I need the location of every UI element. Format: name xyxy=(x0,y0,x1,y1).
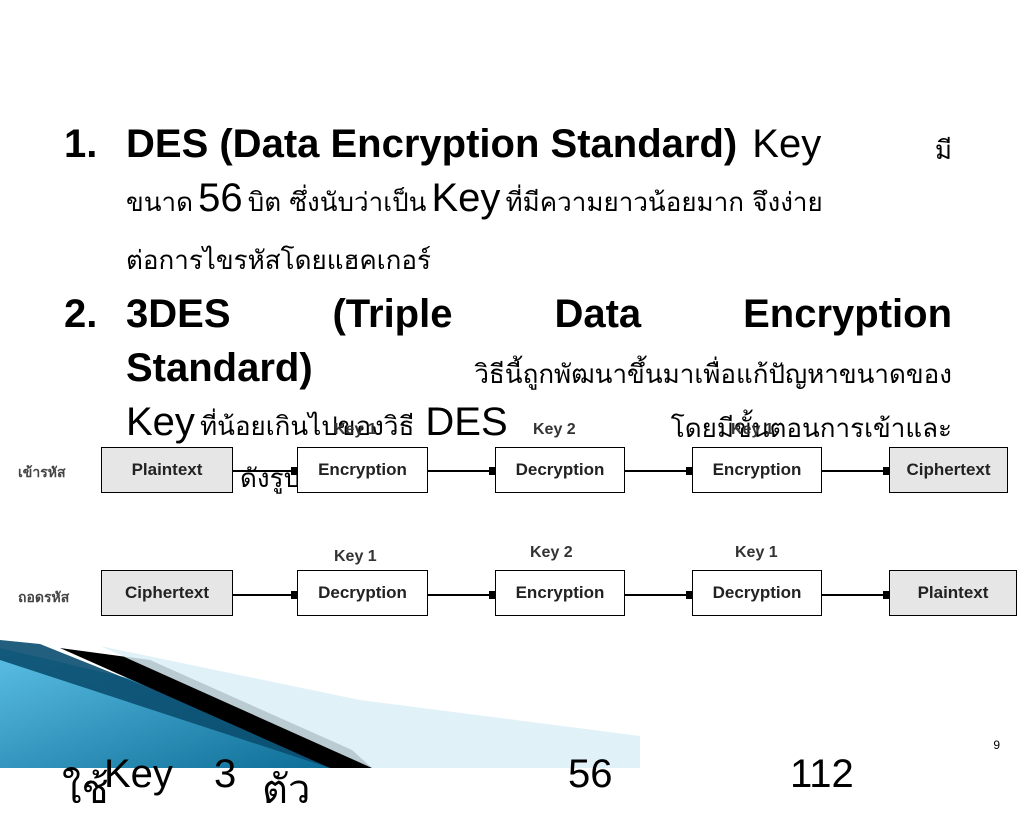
item-2-des: DES xyxy=(425,400,508,444)
item-2-word-3: Data xyxy=(554,292,642,336)
bottom-cut-word-1: ใช้ xyxy=(62,768,109,812)
item-1-key: Key xyxy=(752,122,822,166)
item-2-line-4: ดังรูป xyxy=(240,464,301,494)
encrypt-arrow-1 xyxy=(233,467,298,475)
item-2-text-c: โดยมีขั้นตอนการเข้าและ xyxy=(670,414,952,444)
decrypt-box-stage-3: Decryption xyxy=(692,570,822,616)
item-1-line-1: DES (Data Encryption Standard) Key มี xyxy=(126,122,952,167)
item-2-number: 2. xyxy=(64,292,98,336)
item-2-key: Key xyxy=(126,400,195,444)
encrypt-box-stage-2: Decryption xyxy=(495,447,625,493)
decrypt-arrow-2 xyxy=(428,591,496,599)
item-2-text-b: ที่น้อยเกินไปของวิธี xyxy=(200,412,415,442)
decrypt-key-label-1: Key 1 xyxy=(334,548,377,565)
encrypt-row-label: เข้ารหัส xyxy=(18,465,66,481)
page-number: 9 xyxy=(993,738,1000,752)
item-1-line-3: ต่อการไขรหัสโดยแฮคเกอร์ xyxy=(126,246,431,276)
item-2-line-2: Standard) วิธีนี้ถูกพัฒนาขึ้นมาเพื่อแก้ป… xyxy=(126,346,952,391)
item-2-title-end: Standard) xyxy=(126,346,313,390)
slide: 1. DES (Data Encryption Standard) Key มี… xyxy=(0,122,1017,812)
encrypt-key-label-2: Key 2 xyxy=(533,421,576,438)
decrypt-box-ciphertext: Ciphertext xyxy=(101,570,233,616)
item-1-size: 56 xyxy=(198,176,243,220)
item-1-title: DES (Data Encryption Standard) xyxy=(126,122,738,166)
item-1-text-c: ที่มีความยาวน้อยมาก จึงง่าย xyxy=(505,188,823,218)
item-1-number: 1. xyxy=(64,122,98,166)
decrypt-box-stage-2: Encryption xyxy=(495,570,625,616)
encrypt-key-label-3: Key 1 xyxy=(731,421,774,438)
encrypt-box-ciphertext: Ciphertext xyxy=(889,447,1008,493)
bottom-cut-word-2: Key xyxy=(104,752,173,796)
item-1-key-2: Key xyxy=(431,176,501,220)
corner-swoosh-decoration xyxy=(0,640,640,768)
bottom-cut-word-6: 112 xyxy=(790,752,854,796)
bottom-cut-word-3: 3 xyxy=(214,752,237,796)
encrypt-arrow-4 xyxy=(822,467,890,475)
item-2-word-1: 3DES xyxy=(126,292,231,336)
decrypt-box-plaintext: Plaintext xyxy=(889,570,1017,616)
decrypt-arrow-1 xyxy=(233,591,298,599)
item-1-tail: มี xyxy=(934,136,952,166)
item-1-text-a: ขนาด xyxy=(126,188,194,218)
decrypt-arrow-4 xyxy=(822,591,890,599)
item-2-text-a: วิธีนี้ถูกพัฒนาขึ้นมาเพื่อแก้ปัญหาขนาดขอ… xyxy=(474,360,952,390)
decrypt-box-stage-1: Decryption xyxy=(297,570,428,616)
encrypt-key-label-1: Key 1 xyxy=(334,421,377,438)
encrypt-box-stage-1: Encryption xyxy=(297,447,428,493)
item-2-line-3: Key ที่น้อยเกินไปของวิธี DES โดยมีขั้นตอ… xyxy=(126,400,952,447)
item-2-word-4: Encryption xyxy=(743,292,952,336)
decrypt-row-label: ถอดรหัส xyxy=(18,590,70,606)
item-2-line-1: 3DES (Triple Data Encryption xyxy=(126,292,952,337)
item-1-text-b: บิต ซึ่งนับว่าเป็น xyxy=(247,188,427,218)
decrypt-key-label-3: Key 1 xyxy=(735,544,778,561)
encrypt-arrow-3 xyxy=(625,467,693,475)
encrypt-box-stage-3: Encryption xyxy=(692,447,822,493)
decrypt-key-label-2: Key 2 xyxy=(530,544,573,561)
encrypt-box-plaintext: Plaintext xyxy=(101,447,233,493)
item-1-line-2: ขนาด 56 บิต ซึ่งนับว่าเป็น Key ที่มีความ… xyxy=(126,176,952,223)
decrypt-arrow-3 xyxy=(625,591,693,599)
encrypt-arrow-2 xyxy=(428,467,496,475)
bottom-cut-word-4: ตัว xyxy=(262,768,311,812)
item-2-word-2: (Triple xyxy=(332,292,453,336)
bottom-cut-word-5: 56 xyxy=(568,752,613,796)
